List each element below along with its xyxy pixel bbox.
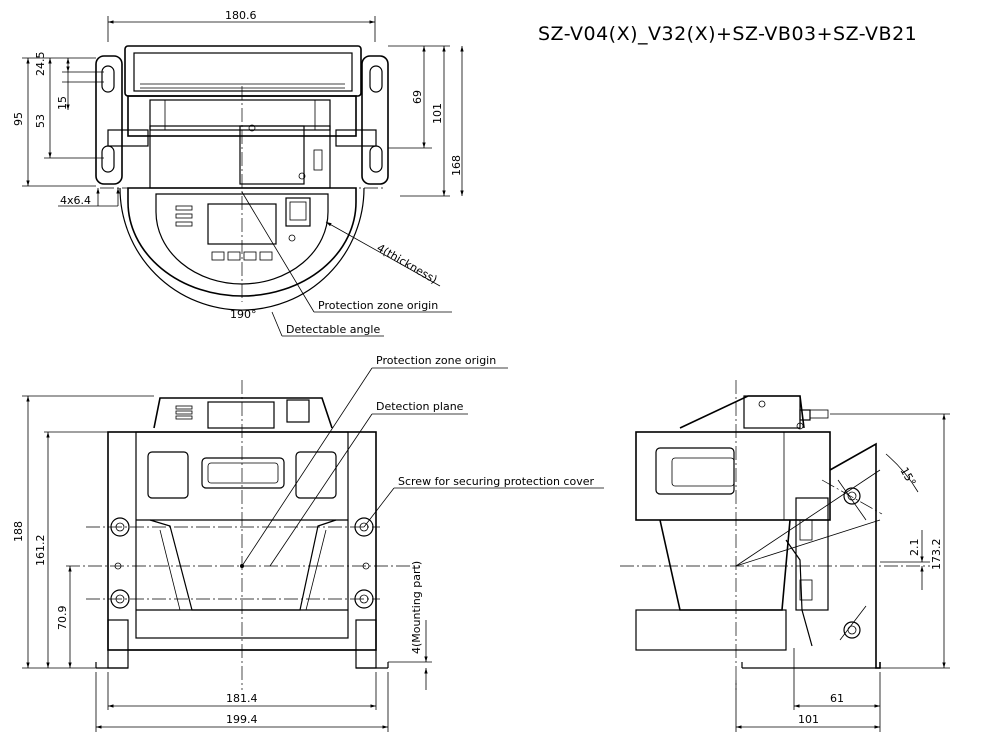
dim-mounting: 4(Mounting part) bbox=[410, 561, 423, 654]
dim-101: 101 bbox=[431, 103, 444, 124]
label-origin-top: Protection zone origin bbox=[318, 299, 438, 312]
label-thickness: 4(thickness) bbox=[375, 241, 440, 286]
label-detectable: Detectable angle bbox=[286, 323, 380, 336]
dim-width-top: 180.6 bbox=[225, 9, 257, 22]
dim-53: 53 bbox=[34, 114, 47, 128]
label-detection-plane: Detection plane bbox=[376, 400, 464, 413]
dim-199-4: 199.4 bbox=[226, 713, 258, 726]
dim-70-9: 70.9 bbox=[56, 606, 69, 631]
dim-188: 188 bbox=[12, 521, 25, 542]
dim-101-side: 101 bbox=[798, 713, 819, 726]
dim-181-4: 181.4 bbox=[226, 692, 258, 705]
side-view: 15° 173.2 2.1 61 101 bbox=[620, 380, 950, 732]
dim-95: 95 bbox=[12, 112, 25, 126]
dim-holes: 4x6.4 bbox=[60, 194, 91, 207]
label-screw: Screw for securing protection cover bbox=[398, 475, 594, 488]
dim-61: 61 bbox=[830, 692, 844, 705]
dim-190-angle: 190° bbox=[230, 308, 257, 321]
drawing-title: SZ-V04(X)_V32(X)+SZ-VB03+SZ-VB21 bbox=[538, 23, 917, 45]
dim-168: 168 bbox=[450, 155, 463, 176]
dim-24-5: 24.5 bbox=[34, 52, 47, 77]
dim-69: 69 bbox=[411, 90, 424, 104]
dim-15: 15 bbox=[56, 96, 69, 110]
dim-173-2: 173.2 bbox=[930, 539, 943, 571]
dim-161-2: 161.2 bbox=[34, 535, 47, 567]
front-view: Protection zone origin Detection plane S… bbox=[12, 354, 604, 732]
top-view: 180.6 bbox=[12, 9, 464, 337]
label-origin-front: Protection zone origin bbox=[376, 354, 496, 367]
dim-2-1: 2.1 bbox=[908, 539, 921, 557]
